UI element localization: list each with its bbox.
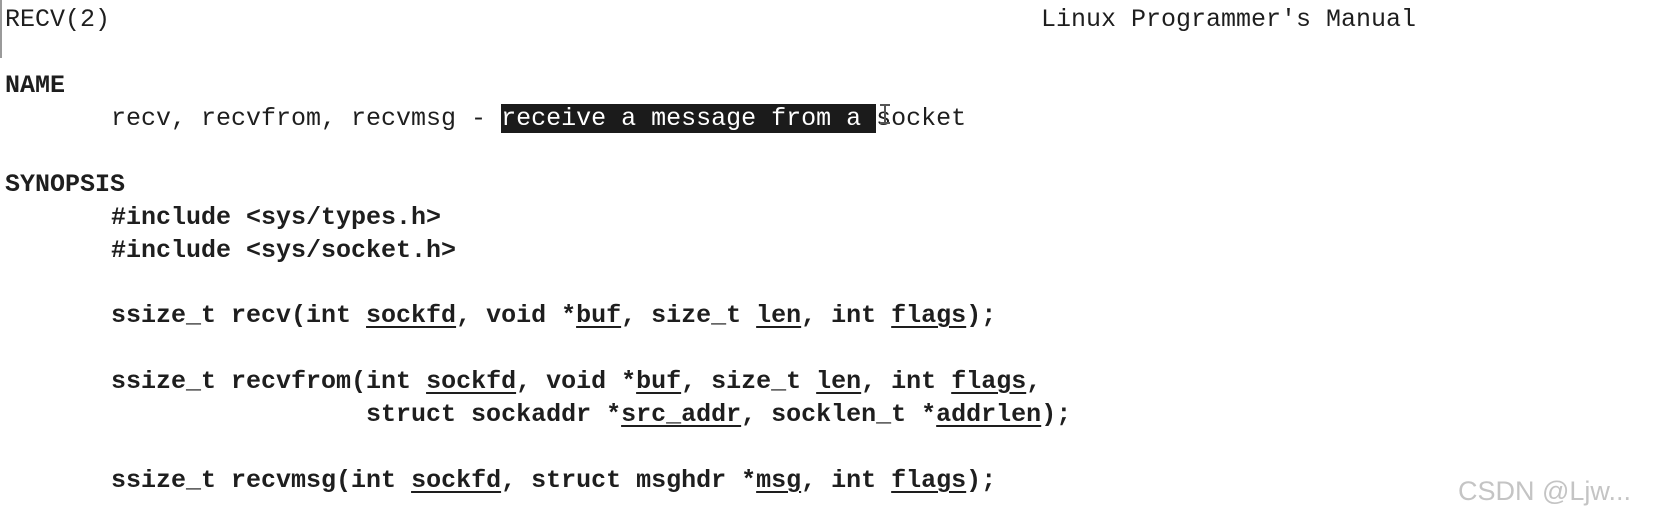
parameter-name: flags <box>891 466 967 495</box>
code-text: , struct msghdr * <box>501 466 757 495</box>
code-text: ); <box>966 466 997 495</box>
parameter-name: flags <box>891 301 967 330</box>
parameter-name: sockfd <box>411 466 502 495</box>
code-text: , int <box>861 367 952 396</box>
synopsis-line: struct sockaddr *src_addr, socklen_t *ad… <box>111 398 1071 431</box>
code-text: , int <box>801 301 892 330</box>
code-text: ); <box>966 301 997 330</box>
window-edge <box>0 0 2 58</box>
parameter-name: buf <box>576 301 622 330</box>
synopsis-line: #include <sys/socket.h> <box>111 234 456 267</box>
synopsis-line: ssize_t recv(int sockfd, void *buf, size… <box>111 299 996 332</box>
code-text: #include <sys/socket.h> <box>111 236 457 265</box>
description-tail: socket <box>876 104 967 133</box>
synopsis-line: #include <sys/types.h> <box>111 201 441 234</box>
selected-text[interactable]: receive a message from a <box>501 104 877 133</box>
code-text: struct sockaddr * <box>111 400 622 429</box>
manual-name: Linux Programmer's Manual <box>1041 5 1417 34</box>
synopsis-line: ssize_t recvfrom(int sockfd, void *buf, … <box>111 365 1041 398</box>
function-names: recv, recvfrom, recvmsg - <box>111 104 502 133</box>
parameter-name: sockfd <box>366 301 457 330</box>
parameter-name: sockfd <box>426 367 517 396</box>
code-text: , int <box>801 466 892 495</box>
code-text: , <box>1026 367 1042 396</box>
parameter-name: msg <box>756 466 802 495</box>
code-text: , size_t <box>621 301 757 330</box>
parameter-name: addrlen <box>936 400 1042 429</box>
code-text: , void * <box>456 301 577 330</box>
watermark: CSDN @Ljw... <box>1458 476 1631 506</box>
man-page-title: RECV(2) <box>5 5 111 34</box>
name-description[interactable]: recv, recvfrom, recvmsg - receive a mess… <box>111 102 966 135</box>
code-text: , size_t <box>681 367 817 396</box>
parameter-name: len <box>756 301 802 330</box>
parameter-name: flags <box>951 367 1027 396</box>
parameter-name: len <box>816 367 862 396</box>
section-heading-synopsis: SYNOPSIS <box>5 170 126 199</box>
code-text: ); <box>1041 400 1072 429</box>
code-text: ssize_t recvfrom(int <box>111 367 427 396</box>
code-text: ssize_t recv(int <box>111 301 367 330</box>
parameter-name: src_addr <box>621 400 742 429</box>
code-text: , void * <box>516 367 637 396</box>
code-text: , socklen_t * <box>741 400 937 429</box>
synopsis-line: ssize_t recvmsg(int sockfd, struct msghd… <box>111 464 996 497</box>
code-text: #include <sys/types.h> <box>111 203 442 232</box>
text-cursor-icon <box>880 104 890 124</box>
parameter-name: buf <box>636 367 682 396</box>
code-text: ssize_t recvmsg(int <box>111 466 412 495</box>
section-heading-name: NAME <box>5 71 66 100</box>
